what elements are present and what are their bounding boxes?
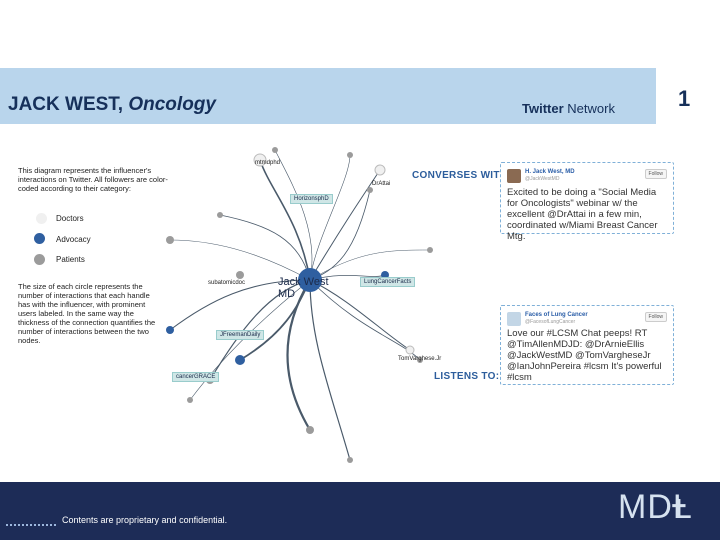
follow-button[interactable]: Follow [644, 169, 667, 179]
node-left-4 [217, 212, 223, 218]
center-node-label: Jack West MD [278, 276, 329, 300]
node-jfreeman [235, 355, 245, 365]
node-left-3 [187, 397, 193, 403]
edge [309, 169, 381, 281]
node-top [347, 152, 353, 158]
node-left-1 [166, 236, 174, 244]
legend-doctors-label: Doctors [56, 214, 84, 223]
node-label-horizonsphd: HorizonsphD [290, 194, 333, 204]
follow-button[interactable]: Follow [644, 312, 667, 322]
footer-confidential-text: Contents are proprietary and confidentia… [62, 515, 228, 525]
legend-advocacy-label: Advocacy [56, 235, 91, 244]
edge [309, 279, 351, 461]
node-horizonsphd [367, 187, 373, 193]
slide-number: 1 [678, 86, 691, 111]
edge [286, 278, 312, 432]
node-right-2 [427, 247, 433, 253]
caduceus-icon: ✝ [668, 494, 690, 524]
node-label-drattai: DrAttai [372, 181, 391, 187]
footer-band [0, 482, 720, 540]
node-bottom-2 [347, 457, 353, 463]
converses-with-label: CONVERSES WITH: [412, 170, 511, 181]
edge [189, 279, 311, 401]
node-label-tomvarghese: TomVarghese.Jr [398, 356, 442, 362]
avatar [507, 312, 521, 326]
tweet-card: H. Jack West, MD @JackWestMD Follow Exci… [500, 162, 674, 242]
page-title: JACK WEST, Oncology [8, 94, 216, 115]
node-drattai [374, 164, 386, 176]
edge [219, 214, 311, 281]
node-label-cancergrace: cancerGRACE [172, 372, 220, 382]
tweet-author-handle: @JackWestMD [525, 176, 560, 182]
node-label-mtmdphd: mtmdphd [255, 160, 281, 166]
footer-divider [6, 524, 56, 526]
tweet-text: Excited to be doing a "Social Media for … [507, 187, 658, 242]
edge [169, 239, 311, 281]
header-band [0, 68, 656, 124]
edge [309, 154, 351, 281]
edge [259, 159, 311, 281]
legend-patients-dot [34, 254, 45, 265]
legend-advocacy-dot [34, 233, 45, 244]
edge [274, 149, 313, 281]
tweet-author-name[interactable]: Faces of Lung Cancer [525, 312, 588, 318]
page-subtitle: Oncology [128, 94, 216, 115]
tweet-author-handle: @FacesofLungCancer [525, 319, 576, 325]
legend-doctors-dot [36, 213, 47, 224]
tweet-author-name[interactable]: H. Jack West, MD [525, 169, 575, 175]
avatar [507, 169, 521, 183]
node-label-lungcancerfacts: LungCancerFacts [360, 277, 416, 287]
node-tomvarghese [405, 345, 415, 355]
node-subatomicdoc [236, 271, 244, 279]
mdl-logo: MDL [618, 488, 693, 526]
tweet-card: Faces of Lung Cancer @FacesofLungCancer … [500, 305, 674, 385]
legend-patients-label: Patients [56, 255, 85, 264]
node-left-2 [166, 326, 174, 334]
node-label-subatomicdoc: subatomicdoc [208, 280, 246, 286]
node-label-jfreeman: JFreemanDaily [216, 330, 265, 340]
edge [309, 249, 431, 281]
network-graph [166, 147, 433, 463]
node-center [298, 268, 322, 292]
node-top-2 [272, 147, 278, 153]
edge [169, 279, 311, 331]
node-bottom [306, 426, 314, 434]
tweet-text: Love our #LCSM Chat peeps! RT @TimAllenM… [507, 328, 662, 383]
size-note: The size of each circle represents the n… [18, 282, 156, 345]
node-right [417, 357, 423, 363]
listens-to-label: LISTENS TO: [434, 371, 500, 382]
legend-description: This diagram represents the influencer's… [18, 166, 168, 193]
node-mtmdphd [253, 153, 267, 167]
edge [309, 279, 411, 351]
network-label: Twitter Network [522, 101, 615, 116]
